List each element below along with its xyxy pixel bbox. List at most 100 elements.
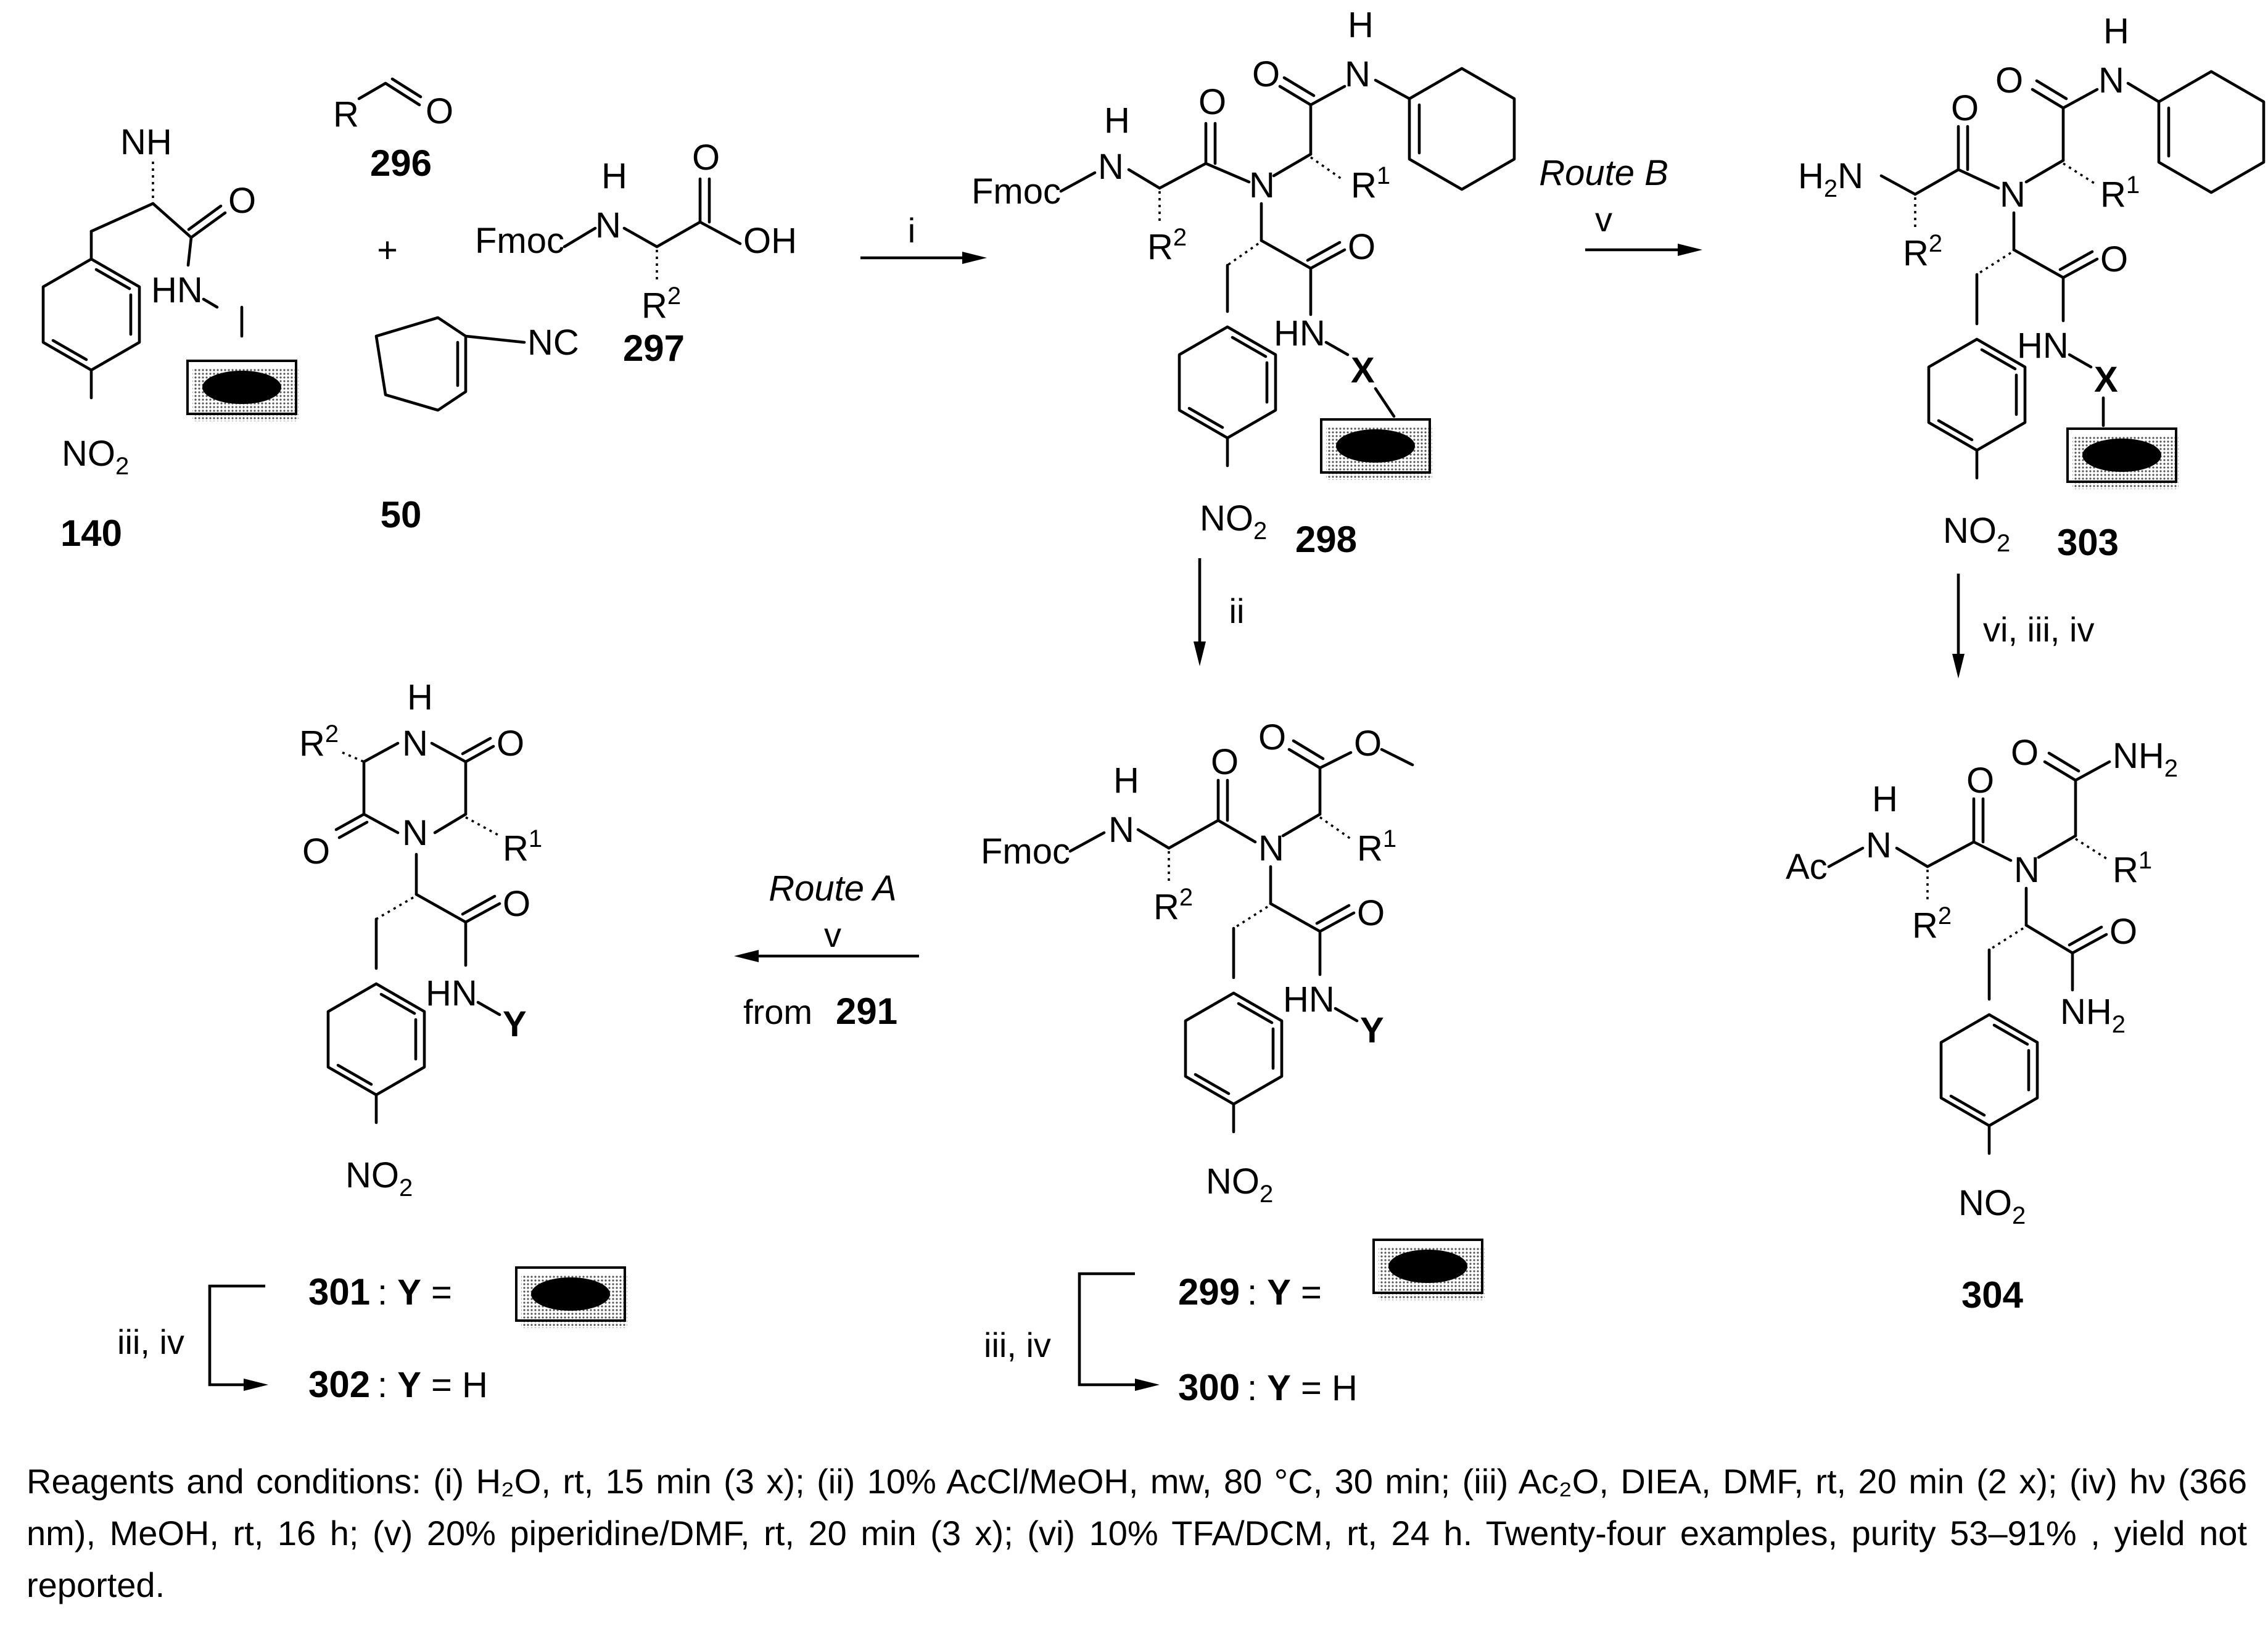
arrow-route-a: Route A v from 291 [734,868,919,1032]
label-50: 50 [381,494,422,535]
step-v-label: v [1595,200,1612,239]
compound-299: Fmoc H N R2 O N R1 O O O HN Y NO2 [981,717,1414,1208]
svg-text:: Y =: : Y = [1247,1272,1322,1313]
svg-text:O: O [1211,742,1239,782]
compound-296: R O 296 [333,77,453,184]
step-vi-iii-iv-label: vi, iii, iv [1983,610,2094,649]
label-303: 303 [2057,522,2119,563]
svg-text:O: O [1357,893,1385,933]
compound-301: R2 H N O R1 N O O HN Y NO2 [299,677,542,1202]
compound-298: Fmoc H N R2 O N R1 O H N O HN X [971,5,1514,560]
svg-text:O: O [1198,82,1226,122]
svg-text:H2N: H2N [1798,156,1863,202]
svg-text:O: O [2109,912,2137,952]
svg-text:O: O [1966,761,1994,801]
products-299-300: 299 : Y = iii, iv 300 : Y = H [984,1239,1486,1408]
svg-text:N: N [2000,175,2026,215]
svg-text:R1: R1 [1351,162,1390,205]
svg-text:HN: HN [151,270,203,310]
products-301-302: 301 : Y = iii, iv 302 : Y = H [117,1266,629,1405]
svg-text:NC: NC [527,323,579,363]
svg-text:N: N [2014,850,2040,890]
arrow-step-vi-iii-iv: vi, iii, iv [1952,574,2094,678]
route-b-label: Route B [1539,153,1668,193]
svg-text:R: R [333,94,359,134]
svg-text:N: N [1866,825,1892,865]
svg-text:NO2: NO2 [62,434,129,480]
svg-text:HN: HN [1283,979,1335,1020]
svg-text:O: O [2100,239,2128,279]
reaction-scheme: NH O HN NO2 140 R O 296 + NC 50 Fmoc [0,5,2268,1408]
route-a-label: Route A [769,868,896,909]
svg-text:N: N [402,724,428,764]
svg-text:O: O [1258,717,1286,757]
svg-text:O: O [692,138,720,178]
svg-text:OH: OH [743,221,797,261]
svg-text:N: N [1345,54,1371,94]
step-iii-iv-label-b: iii, iv [984,1326,1051,1364]
label-302: 302 [308,1364,370,1405]
svg-text:R2: R2 [641,282,681,326]
arrow-step-i: i [860,211,987,264]
svg-text:O: O [228,181,256,221]
svg-text:Fmoc: Fmoc [971,171,1061,212]
svg-text:R2: R2 [1903,230,1942,273]
label-296: 296 [370,142,432,184]
svg-text:HN: HN [1274,313,1326,353]
compound-50: NC 50 [374,316,579,535]
svg-text:R2: R2 [1147,224,1187,267]
svg-text:O: O [1995,60,2023,101]
label-140: 140 [60,513,122,554]
svg-text:H: H [1104,101,1130,141]
svg-text:R1: R1 [1357,825,1396,868]
footnote-line-2: (2 x); (iv) hν (366 nm), MeOH, rt, 16 h;… [27,1462,2248,1553]
compound-297: Fmoc H N R2 O OH 297 [475,138,797,369]
svg-text:R2: R2 [1153,884,1193,927]
svg-text:NO2: NO2 [1200,498,1267,545]
label-299: 299 [1178,1271,1240,1313]
svg-text:: Y = H: : Y = H [377,1365,488,1405]
svg-text:NO2: NO2 [1206,1161,1273,1208]
svg-text:NO2: NO2 [1943,511,2010,557]
svg-text:N: N [2098,60,2124,101]
step-ii-label: ii [1229,592,1245,630]
step-v-label-a: v [824,915,841,954]
step-iii-iv-label-a: iii, iv [117,1322,184,1361]
nh-label: NH [120,122,172,162]
from-label: from [743,992,812,1031]
svg-text:O: O [497,724,524,764]
svg-text:N: N [595,205,621,245]
label-297: 297 [623,328,685,369]
svg-text:O: O [426,91,453,131]
svg-text:Y: Y [503,1004,527,1044]
svg-text:H: H [2103,11,2129,51]
svg-text:O: O [1354,724,1382,764]
svg-text:R1: R1 [2113,847,2152,890]
svg-text:Fmoc: Fmoc [475,221,564,261]
svg-text:N: N [402,813,428,853]
svg-text:O: O [2011,733,2039,773]
svg-text:HN: HN [426,973,477,1013]
svg-text:H: H [1872,779,1898,819]
svg-text:O: O [1252,54,1280,94]
compound-303: H2N R2 O N R1 O H N O HN X NO2 [1798,11,2264,563]
svg-text:NH2: NH2 [2113,736,2178,782]
arrow-route-b: Route B v [1539,153,1702,256]
svg-text:R2: R2 [299,720,339,764]
svg-text:H: H [1113,761,1139,801]
svg-text:N: N [1098,147,1124,187]
reaction-conditions-footnote: Reagents and conditions: (i) H₂O, rt, 15… [27,1456,2247,1611]
label-300: 300 [1178,1367,1240,1408]
svg-text:O: O [1951,88,1979,128]
svg-text:N: N [1108,810,1134,850]
plus-sign: + [377,230,398,270]
svg-text:R2: R2 [1912,902,1952,946]
svg-text:N: N [1249,165,1275,205]
footnote-line-3: examples, purity 53–91% , yield not repo… [27,1514,2247,1604]
svg-text:Ac: Ac [1786,847,1828,887]
svg-text:O: O [302,831,330,872]
svg-text:Fmoc: Fmoc [981,831,1070,872]
svg-text:H: H [601,156,627,196]
svg-text:X: X [2094,360,2118,400]
step-i-label: i [908,211,915,250]
